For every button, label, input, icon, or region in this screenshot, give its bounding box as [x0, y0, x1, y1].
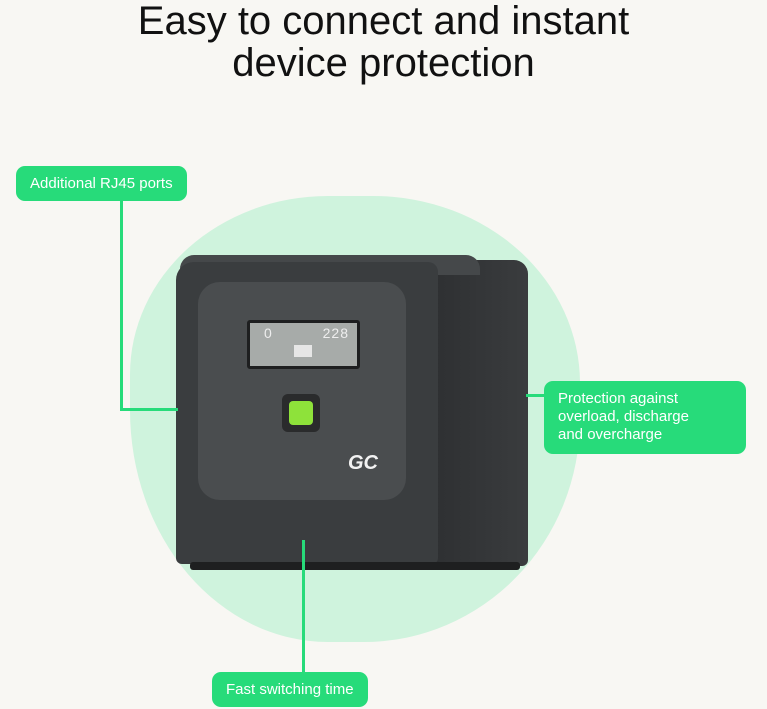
ups-base: [190, 562, 520, 570]
headline-line-1: Easy to connect and instant: [137, 0, 630, 43]
power-icon: [289, 401, 313, 425]
connector-line: [120, 200, 123, 410]
connector-line: [302, 540, 305, 675]
headline-line-2: device protection: [232, 41, 535, 85]
callout-text: Fast switching time: [226, 681, 354, 698]
callout-text: and overcharge: [558, 426, 663, 443]
headline: Easy to connect and instant device prote…: [0, 0, 767, 84]
callout-protection: Protection against overload, discharge a…: [544, 381, 746, 454]
brand-logo: GC: [348, 452, 378, 474]
connector-line: [120, 408, 178, 411]
connector-line: [526, 394, 546, 397]
callout-rj45: Additional RJ45 ports: [16, 166, 187, 201]
power-button: [282, 394, 320, 432]
callout-switching: Fast switching time: [212, 672, 368, 707]
callout-text: Protection against: [558, 390, 679, 407]
lcd-right-value: 228: [322, 325, 349, 341]
battery-icon: [294, 345, 312, 357]
callout-text: overload, discharge: [558, 408, 689, 425]
callout-text: Additional RJ45 ports: [30, 175, 173, 192]
lcd-left-value: 0: [264, 325, 272, 341]
ups-front-panel: [198, 282, 406, 500]
lcd-display: 0 228: [247, 320, 360, 369]
